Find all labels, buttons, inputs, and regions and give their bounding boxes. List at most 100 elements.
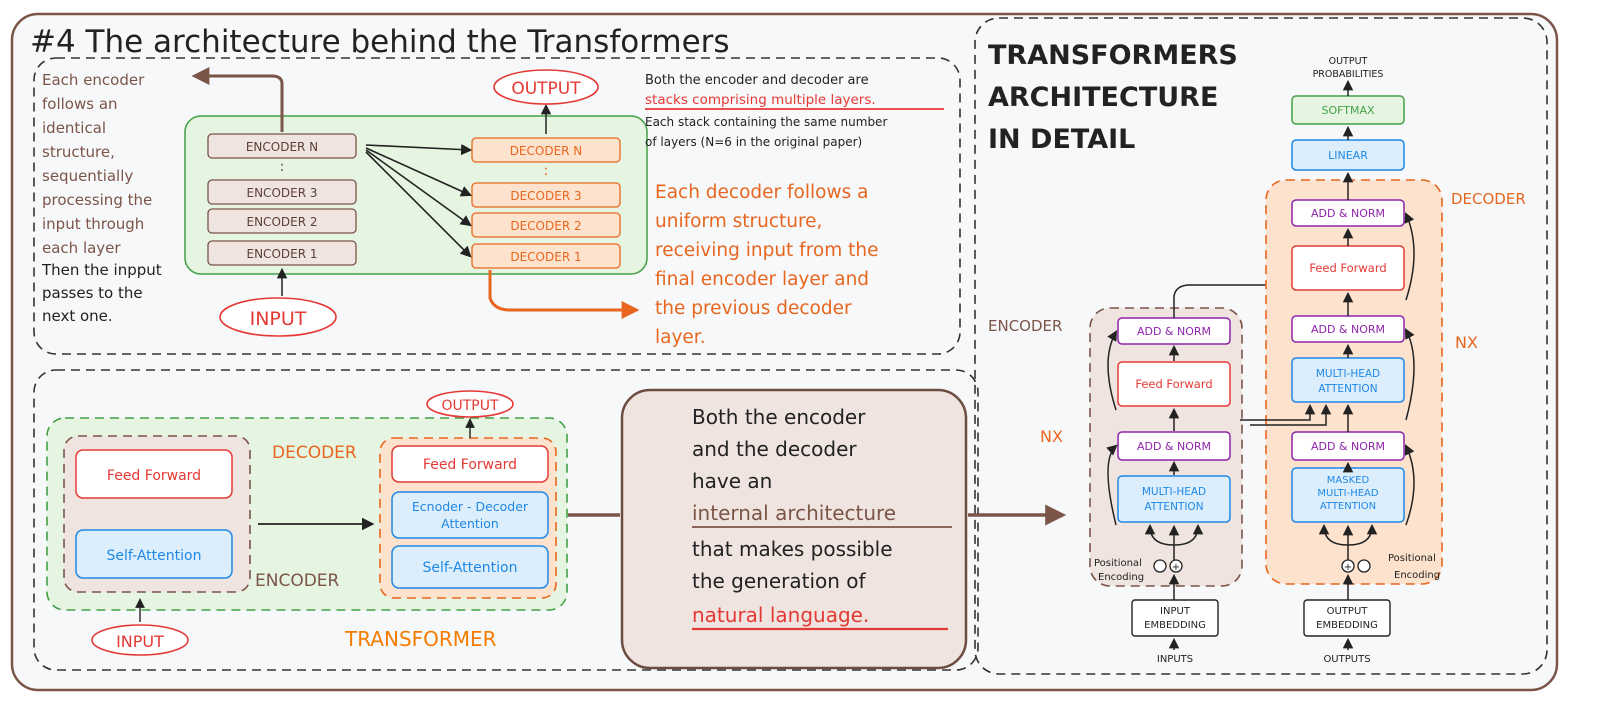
enc-addnorm-low-block [1117, 431, 1231, 461]
detail-diagram: TRANSFORMERS ARCHITECTURE IN DETAIL ENCO… [988, 40, 1526, 665]
linear-label: LINEAR [1328, 149, 1368, 162]
transformer-label: TRANSFORMER [344, 627, 497, 651]
decoder-eda-label: Ecnoder - Decoder [412, 499, 529, 514]
dec-pos-add-glyph: + [1344, 562, 1352, 573]
stacks-note-line3: Each stack containing the same number [645, 115, 887, 129]
output-label: OUTPUT [511, 79, 581, 99]
detail-nx-right: NX [1455, 333, 1478, 352]
detail-decoder-label: DECODER [1451, 190, 1526, 208]
input-ellipse [219, 297, 337, 337]
callout: Both the encoder and the decoder have an… [620, 388, 968, 670]
dec-ff-label: Feed Forward [1309, 261, 1386, 275]
stacks-note-line4: of layers (N=6 in the original paper) [645, 135, 862, 149]
decoder-1-label: DECODER 1 [510, 250, 581, 264]
enc-to-dec-arrows [365, 143, 473, 258]
decoder-2-box [471, 212, 621, 238]
stacks-diagram: ENCODER N : ENCODER 3 ENCODER 2 ENCODER … [41, 67, 944, 348]
enc-pos-add-glyph: + [1172, 562, 1180, 573]
transformer-diagram: Feed Forward Self-Attention ENCODER DECO… [46, 390, 620, 656]
callout-box [620, 388, 968, 670]
transformer-input-ellipse [91, 624, 189, 656]
enc-inputs-label: INPUTS [1157, 654, 1193, 665]
dec-embed-label: EMBEDDING [1316, 620, 1378, 631]
encoder-note-line: each layer [42, 239, 121, 257]
decoder-label: DECODER [272, 443, 357, 463]
encoder-note-line: input through [42, 215, 144, 233]
dec-addnorm-mid-label: ADD & NORM [1311, 323, 1385, 336]
encoder-3-box [207, 179, 357, 205]
dec-addnorm-top-label: ADD & NORM [1311, 207, 1385, 220]
detail-title-line: TRANSFORMERS [988, 40, 1238, 71]
enc-mha-label: MULTI-HEAD [1142, 486, 1206, 498]
output-probs-label: PROBABILITIES [1313, 69, 1384, 80]
stacks-note: Both the encoder and decoder are stacks … [645, 73, 944, 149]
encoder-sa-label: Self-Attention [107, 548, 202, 564]
enc-ff-label: Feed Forward [1135, 377, 1212, 391]
decoder-ff-label: Feed Forward [423, 457, 517, 473]
callout-line: have an [692, 469, 772, 493]
enc-embed-label: EMBEDDING [1144, 620, 1206, 631]
decoder-ff-block [391, 445, 549, 483]
softmax-label: SOFTMAX [1321, 104, 1375, 117]
encoder-note-line: identical [42, 119, 106, 137]
encoder-note-line: processing the [42, 191, 152, 209]
output-probs-label: OUTPUT [1329, 56, 1368, 67]
enc-mha-label: ATTENTION [1144, 501, 1203, 513]
dec-addnorm-low-label: ADD & NORM [1311, 440, 1385, 453]
dec-outputs-label: OUTPUTS [1323, 654, 1370, 665]
callout-line: the generation of [692, 569, 867, 593]
dec-pos-add-icon [1341, 559, 1355, 573]
encoder-label: ENCODER [255, 571, 340, 591]
dec-pos-sine-icon [1357, 559, 1371, 573]
enc-pos-label: Positional [1094, 558, 1142, 569]
transformer-output-ellipse [426, 390, 514, 418]
dec-flow-arrows [1240, 79, 1415, 650]
encoder-out-arrow [191, 67, 284, 132]
decoder-note-line: uniform structure, [655, 211, 822, 232]
encoder-1-box [207, 240, 357, 266]
decoder-note-arrow [488, 270, 640, 319]
pass-note-line: next one. [42, 307, 113, 325]
dec-mha-label: ATTENTION [1318, 383, 1377, 395]
encoder-stack: ENCODER N : ENCODER 3 ENCODER 2 ENCODER … [207, 133, 357, 266]
transformer-input-label: INPUT [116, 632, 164, 651]
decoder-3-label: DECODER 3 [510, 189, 581, 203]
dec-masked-label: ATTENTION [1320, 501, 1376, 512]
dec-embed-block [1303, 599, 1391, 637]
callout-line: that makes possible [692, 537, 893, 561]
enc-pos-label: Encoding [1098, 572, 1144, 583]
decoder-2-label: DECODER 2 [510, 219, 581, 233]
enc-addnorm-top-label: ADD & NORM [1137, 325, 1211, 338]
decoder-n-label: DECODER N [510, 144, 583, 158]
pass-note-line: Then the inpput [41, 261, 162, 279]
enc-embed-block [1131, 599, 1219, 637]
decoder-sa-label: Self-Attention [423, 560, 518, 576]
encoder-1-label: ENCODER 1 [247, 247, 318, 261]
encoder-note-line: structure, [42, 143, 115, 161]
detail-title-line: IN DETAIL [988, 124, 1135, 155]
encoder-note-line: follows an [42, 95, 118, 113]
detail-encoder-label: ENCODER [988, 317, 1062, 335]
detail-panel [974, 17, 1548, 675]
encoder-sa-block [75, 529, 233, 579]
encoder-2-box [207, 208, 357, 234]
decoder-note: Each decoder follows a uniform structure… [655, 182, 878, 348]
decoder-sa-block [391, 545, 549, 589]
dec-mha-label: MULTI-HEAD [1316, 368, 1380, 380]
dec-mha-block [1291, 357, 1405, 403]
stacks-note-highlight: stacks comprising multiple layers. [645, 92, 876, 108]
decoder-note-line: receiving input from the [655, 240, 878, 261]
enc-addnorm-low-label: ADD & NORM [1137, 440, 1211, 453]
encoder-note-line: sequentially [42, 167, 133, 185]
decoder-eda-block [391, 491, 549, 539]
decoder-note-line: the previous decoder [655, 298, 852, 319]
encoder-ff-label: Feed Forward [107, 468, 201, 484]
encoder-ellipsis: : [280, 159, 285, 175]
stacks-panel [33, 57, 961, 355]
decoder-ellipsis: : [544, 163, 549, 179]
encoder-3-label: ENCODER 3 [247, 186, 318, 200]
enc-ff-block [1117, 361, 1231, 407]
page-title: #4 The architecture behind the Transform… [30, 24, 730, 60]
pass-note-line: passes to the [42, 284, 143, 302]
